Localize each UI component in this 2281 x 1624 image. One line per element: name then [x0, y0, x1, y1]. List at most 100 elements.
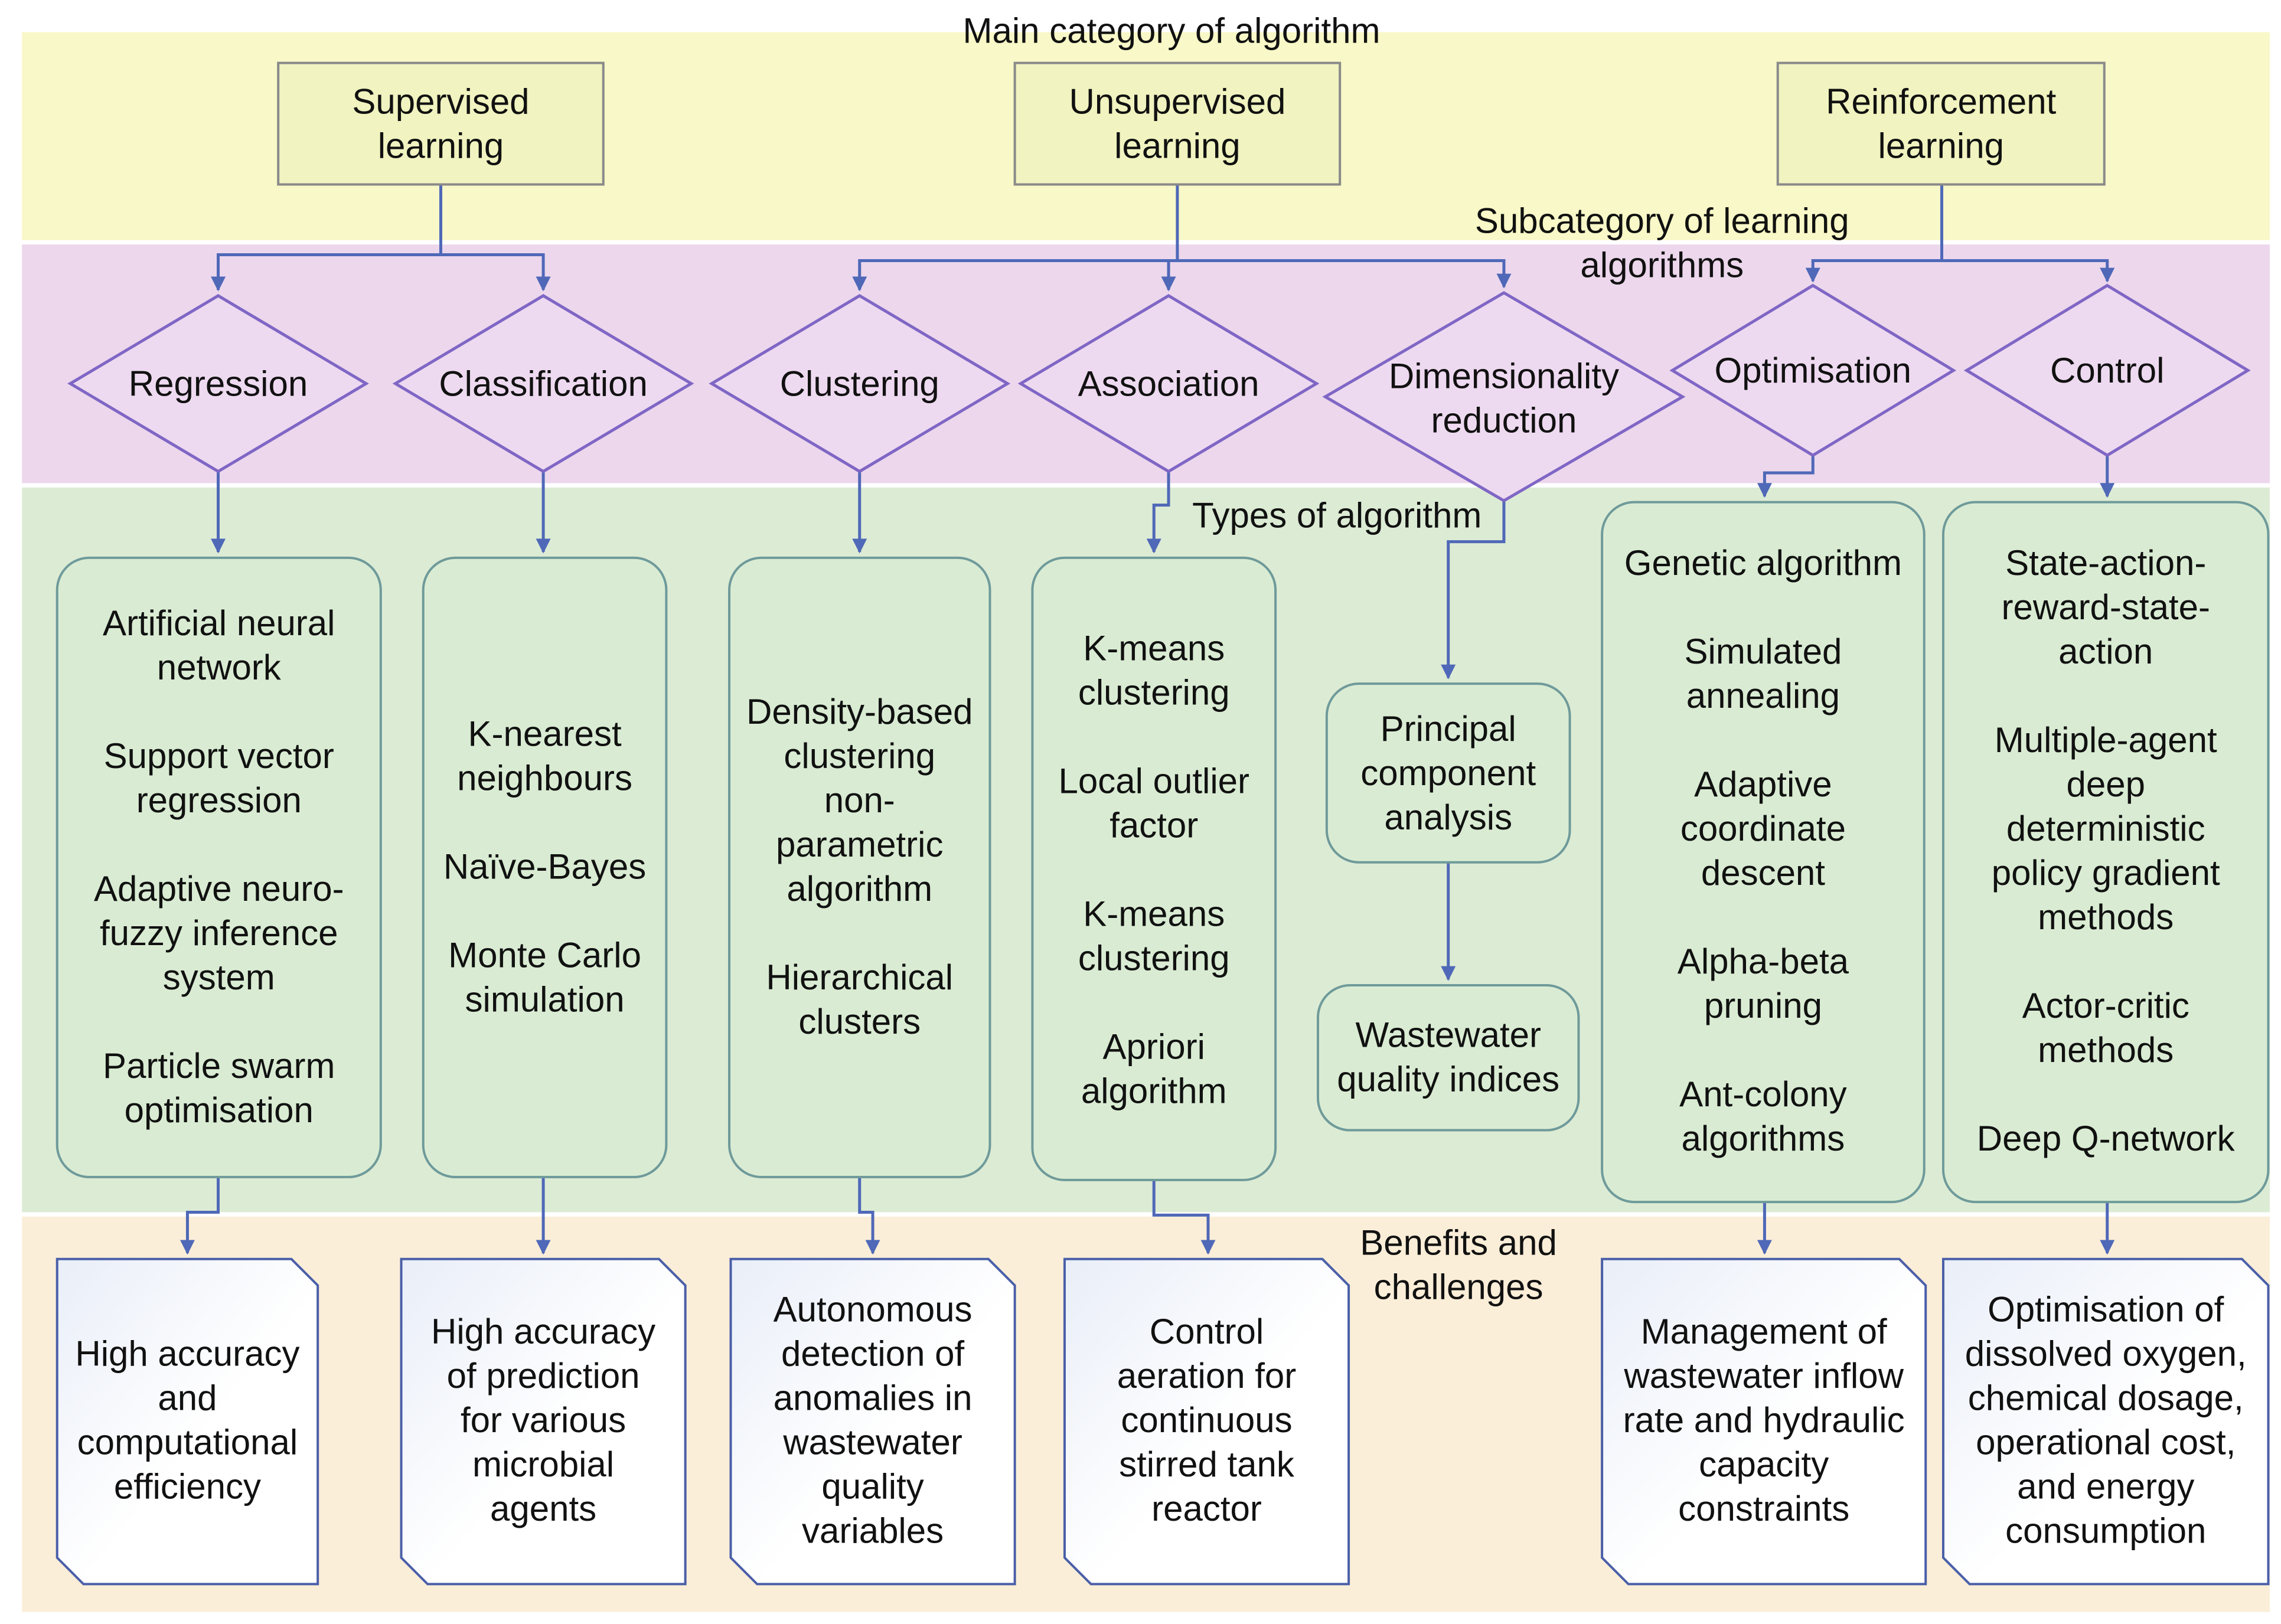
algorithm-list-regression-algorithms-line: Support vector [104, 736, 334, 776]
algorithm-list-wqi-line: Wastewater [1355, 1015, 1541, 1055]
algorithm-list-association-algorithms-line: clustering [1078, 939, 1230, 978]
connector-to-association [1161, 259, 1177, 292]
connector-to-control [1941, 259, 2115, 283]
subcategory-label-optimisation: Optimisation [1715, 351, 1911, 390]
subcategory-label-classification-line: Classification [439, 364, 647, 403]
subcategory-label-classification: Classification [439, 364, 647, 403]
algorithm-list-optimisation-algorithms-line: Ant-colony [1679, 1074, 1846, 1114]
algorithm-list-optimisation-algorithms-line: Simulated [1685, 632, 1842, 671]
algorithm-list-clustering-algorithms: Density-basedclusteringnon-parametricalg… [746, 692, 973, 1041]
connector-to-classification [440, 253, 551, 292]
algorithm-list-association-algorithms-line: K-means [1083, 629, 1225, 668]
category-label-supervised-line: Supervised [352, 82, 529, 122]
subcategory-label-line: Subcategory of learning [1475, 201, 1849, 241]
algorithm-list-pca-line: Principal [1381, 709, 1516, 749]
algorithm-box-control-algorithms [1941, 501, 2270, 1204]
subcategory-label-line: algorithms [1580, 246, 1744, 285]
benefit-text-benefit-association-line: Control [1150, 1312, 1264, 1351]
benefit-text-benefit-regression-line: computational [77, 1423, 298, 1462]
connector-to-optimisation [1805, 259, 1942, 283]
benefit-text-benefit-clustering-line: anomalies in [774, 1378, 973, 1418]
algorithm-box-wqi [1317, 984, 1580, 1132]
category-label-unsupervised-line: Unsupervised [1069, 82, 1285, 122]
types-label: Types of algorithm [1192, 495, 1481, 535]
algorithm-list-classification-algorithms-line: Naïve-Bayes [443, 847, 646, 887]
category-box-unsupervised [1013, 61, 1342, 186]
subcategory-label-optimisation-line: Optimisation [1715, 351, 1911, 390]
benefit-text-benefit-control-line: consumption [2005, 1511, 2206, 1551]
benefit-text-benefit-control-line: operational cost, [1976, 1423, 2236, 1462]
algorithm-list-regression-algorithms-line: regression [136, 780, 302, 820]
algorithm-list-control-algorithms-line: policy gradient [1992, 853, 2220, 893]
connector-regression-benefit [180, 1177, 220, 1255]
subcategory-label-clustering-line: Clustering [780, 364, 939, 403]
benefit-text-benefit-optimisation-line: Management of [1641, 1312, 1887, 1351]
algorithm-list-control-algorithms-line: methods [2038, 897, 2174, 937]
benefit-box-benefit-control [1941, 1257, 2270, 1586]
subcategory-label-regression-line: Regression [129, 364, 308, 403]
algorithm-list-pca-line: analysis [1384, 798, 1512, 837]
subcategory-diamond-association [1017, 294, 1320, 473]
algorithm-list-association-algorithms-line: Apriori [1103, 1027, 1205, 1067]
subcategory-diamond-clustering [709, 294, 1011, 473]
algorithm-box-regression-algorithms [56, 556, 382, 1178]
algorithm-list-optimisation-algorithms-line: annealing [1686, 676, 1840, 715]
algorithm-list-association-algorithms-line: factor [1110, 806, 1198, 845]
algorithm-list-clustering-algorithms-line: Hierarchical [766, 958, 953, 997]
benefit-box-benefit-clustering [729, 1257, 1016, 1586]
algorithm-list-regression-algorithms-line: Particle swarm [103, 1046, 335, 1086]
benefit-text-benefit-clustering-line: detection of [781, 1334, 965, 1374]
benefit-text-benefit-classification-line: High accuracy [431, 1312, 655, 1351]
algorithm-list-clustering-algorithms-line: Density-based [746, 692, 973, 731]
category-label-reinforcement-line: learning [1878, 126, 2004, 166]
subcategory-diamond-regression [67, 294, 369, 473]
algorithm-list-clustering-algorithms-line: non- [824, 780, 895, 820]
benefit-text-benefit-classification-line: microbial [472, 1445, 614, 1484]
subcategory-diamond-optimisation [1669, 283, 1957, 458]
algorithm-list-optimisation-algorithms-line: Adaptive [1694, 764, 1832, 804]
algorithm-box-optimisation-algorithms [1601, 501, 1926, 1204]
benefit-text-benefit-optimisation-line: capacity [1699, 1445, 1829, 1484]
algorithm-list-control-algorithms-line: deep [2066, 764, 2145, 804]
subcategory-label-control-line: Control [2050, 351, 2164, 390]
algorithm-list-control-algorithms: State-action-reward-state-actionMultiple… [1977, 543, 2236, 1158]
algorithm-list-optimisation-algorithms-line: Alpha-beta [1678, 942, 1849, 981]
algorithm-list-association-algorithms-line: algorithm [1081, 1071, 1227, 1111]
benefit-text-benefit-control-line: Optimisation of [1988, 1290, 2224, 1329]
algorithm-list-classification-algorithms-line: Monte Carlo [448, 936, 641, 975]
algorithm-list-optimisation-algorithms-line: Genetic algorithm [1624, 543, 1902, 583]
connector-association-algorithms [1146, 471, 1170, 554]
algorithm-list-control-algorithms-line: reward-state- [2002, 587, 2210, 627]
connector-to-dimensionality [1177, 259, 1512, 289]
benefit-text-benefit-association-line: stirred tank [1119, 1445, 1295, 1484]
benefit-text-benefit-control-line: dissolved oxygen, [1965, 1334, 2247, 1374]
algorithm-list-regression-algorithms-line: Adaptive neuro- [94, 869, 344, 909]
benefit-text-benefit-optimisation-line: constraints [1678, 1489, 1849, 1528]
subcategory-label-dimensionality-line: reduction [1431, 401, 1577, 440]
algorithm-list-optimisation-algorithms-line: descent [1701, 853, 1825, 893]
connector-dimensionality-pca [1441, 501, 1506, 679]
connector-optimisation-algorithms [1757, 455, 1815, 498]
algorithm-list-clustering-algorithms-line: clustering [784, 736, 935, 776]
benefit-box-benefit-association [1063, 1257, 1350, 1586]
benefit-text-benefit-regression-line: efficiency [114, 1467, 261, 1507]
benefit-text-benefit-classification-line: agents [490, 1489, 596, 1528]
algorithm-box-pca [1325, 682, 1571, 864]
algorithm-list-classification-algorithms-line: simulation [465, 980, 624, 1020]
subcategory-diamond-control [1963, 283, 2251, 458]
algorithm-list-control-algorithms-line: Deep Q-network [1977, 1119, 2236, 1158]
algorithm-list-clustering-algorithms-line: algorithm [787, 869, 932, 909]
subcategory-label: Subcategory of learning algorithms [1475, 201, 1849, 285]
algorithm-list-association-algorithms-line: K-means [1083, 894, 1225, 934]
